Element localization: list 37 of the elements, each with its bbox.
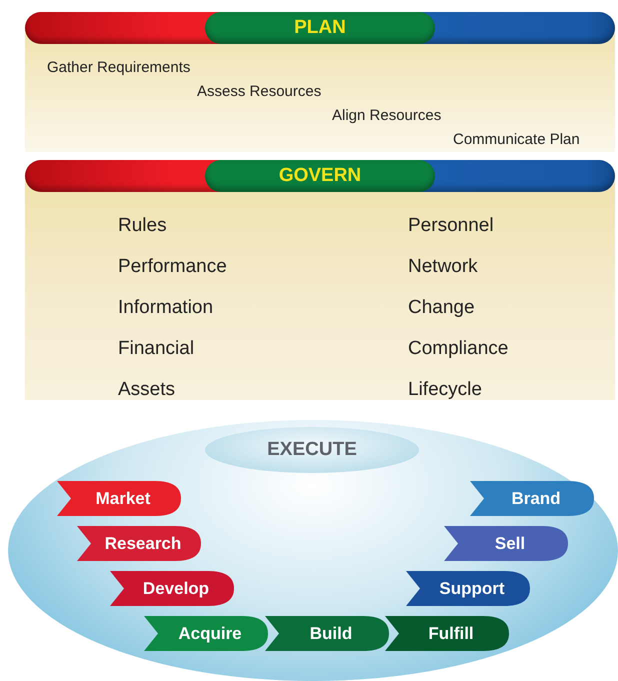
step-label: Brand bbox=[510, 488, 561, 510]
step-label: Market bbox=[94, 488, 150, 510]
step-label: Build bbox=[308, 622, 352, 645]
governance-area-text: Financial bbox=[118, 337, 194, 361]
panel-heading: PLAN bbox=[294, 16, 346, 40]
governance-area-text: Information bbox=[118, 296, 214, 320]
chevron-step bbox=[385, 616, 509, 651]
chevron-step bbox=[444, 526, 568, 561]
governance-area-text: Assets bbox=[118, 378, 176, 402]
step-label: Sell bbox=[494, 532, 526, 555]
governance-area-text: Performance bbox=[118, 255, 227, 279]
governance-area-text: Network bbox=[408, 255, 478, 279]
governance-area-text: Rules bbox=[118, 214, 167, 238]
chevron-step bbox=[144, 616, 268, 651]
task-text: Gather Requirements bbox=[47, 58, 190, 78]
plan-panel bbox=[25, 12, 615, 152]
step-label: Support bbox=[438, 578, 505, 600]
governance-area-text: Personnel bbox=[408, 214, 494, 238]
chevron-step bbox=[406, 571, 530, 606]
governance-area-text: Compliance bbox=[408, 337, 508, 361]
chevron-step bbox=[265, 616, 389, 651]
task-text: Communicate Plan bbox=[453, 130, 580, 150]
step-label: Develop bbox=[142, 578, 210, 600]
chevron-step bbox=[57, 481, 181, 516]
task-text: Align Resources bbox=[332, 106, 442, 126]
section-heading: EXECUTE bbox=[267, 438, 357, 462]
step-label: Research bbox=[104, 532, 182, 555]
chevron-step bbox=[77, 526, 201, 561]
governance-area-text: Lifecycle bbox=[408, 378, 482, 402]
task-text: Assess Resources bbox=[197, 82, 322, 102]
chevron-step bbox=[470, 481, 594, 516]
govern-panel bbox=[25, 160, 615, 400]
step-label: Acquire bbox=[177, 622, 242, 645]
step-label: Fulfill bbox=[427, 622, 474, 645]
panel-heading: GOVERN bbox=[278, 164, 362, 188]
governance-area-text: Change bbox=[408, 296, 475, 320]
chevron-step bbox=[110, 571, 234, 606]
